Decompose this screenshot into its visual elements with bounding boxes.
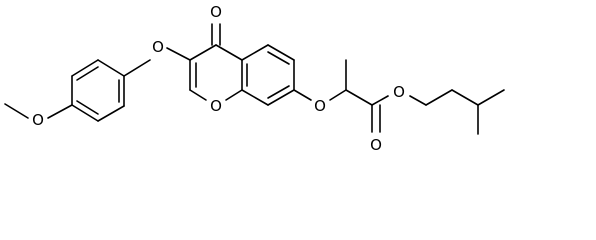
bond <box>47 104 73 119</box>
bond <box>241 44 269 61</box>
molecule-structure-diagram: O O O O O O O <box>4 2 505 154</box>
atom-label-o: O <box>370 136 382 154</box>
atom-ester-carbonyl-oxygen: O <box>368 134 384 154</box>
atom-ring-carbonyl-oxygen: O <box>208 2 224 22</box>
bond <box>293 89 312 101</box>
bond <box>189 44 217 61</box>
bond <box>267 51 290 65</box>
atom-label-o: O <box>210 3 222 21</box>
bond <box>71 59 99 77</box>
bond <box>477 89 505 106</box>
bond-layer <box>4 23 505 135</box>
atom-ether-oxygen: O <box>312 96 328 115</box>
atom-aryl-ether-oxygen: O <box>150 38 166 56</box>
bond <box>267 85 290 99</box>
bond <box>166 47 191 61</box>
bond <box>97 105 125 122</box>
bond <box>409 95 427 106</box>
bond <box>4 103 29 119</box>
atom-methoxy-oxygen: O <box>30 110 46 129</box>
bond <box>329 89 347 101</box>
atom-label-o: O <box>32 111 44 129</box>
atom-label-o: O <box>314 97 326 115</box>
bond <box>225 89 243 101</box>
bond <box>189 89 207 101</box>
bond <box>71 104 99 122</box>
atom-label-o: O <box>152 38 164 56</box>
atom-label-layer: O O O O O O O <box>30 2 407 154</box>
bond <box>76 100 99 115</box>
atom-ring-oxygen: O <box>208 96 224 115</box>
bond <box>76 66 99 81</box>
bond <box>123 59 151 77</box>
bond <box>371 95 389 106</box>
bond <box>267 89 295 106</box>
bond <box>215 44 243 61</box>
bond <box>345 89 373 106</box>
atom-ester-single-oxygen: O <box>391 82 407 102</box>
bond <box>267 44 295 61</box>
bond <box>97 59 125 77</box>
bond <box>451 89 479 106</box>
bond <box>425 89 453 106</box>
atom-label-o: O <box>210 97 222 115</box>
atom-label-o: O <box>393 83 405 101</box>
bond <box>241 89 269 106</box>
